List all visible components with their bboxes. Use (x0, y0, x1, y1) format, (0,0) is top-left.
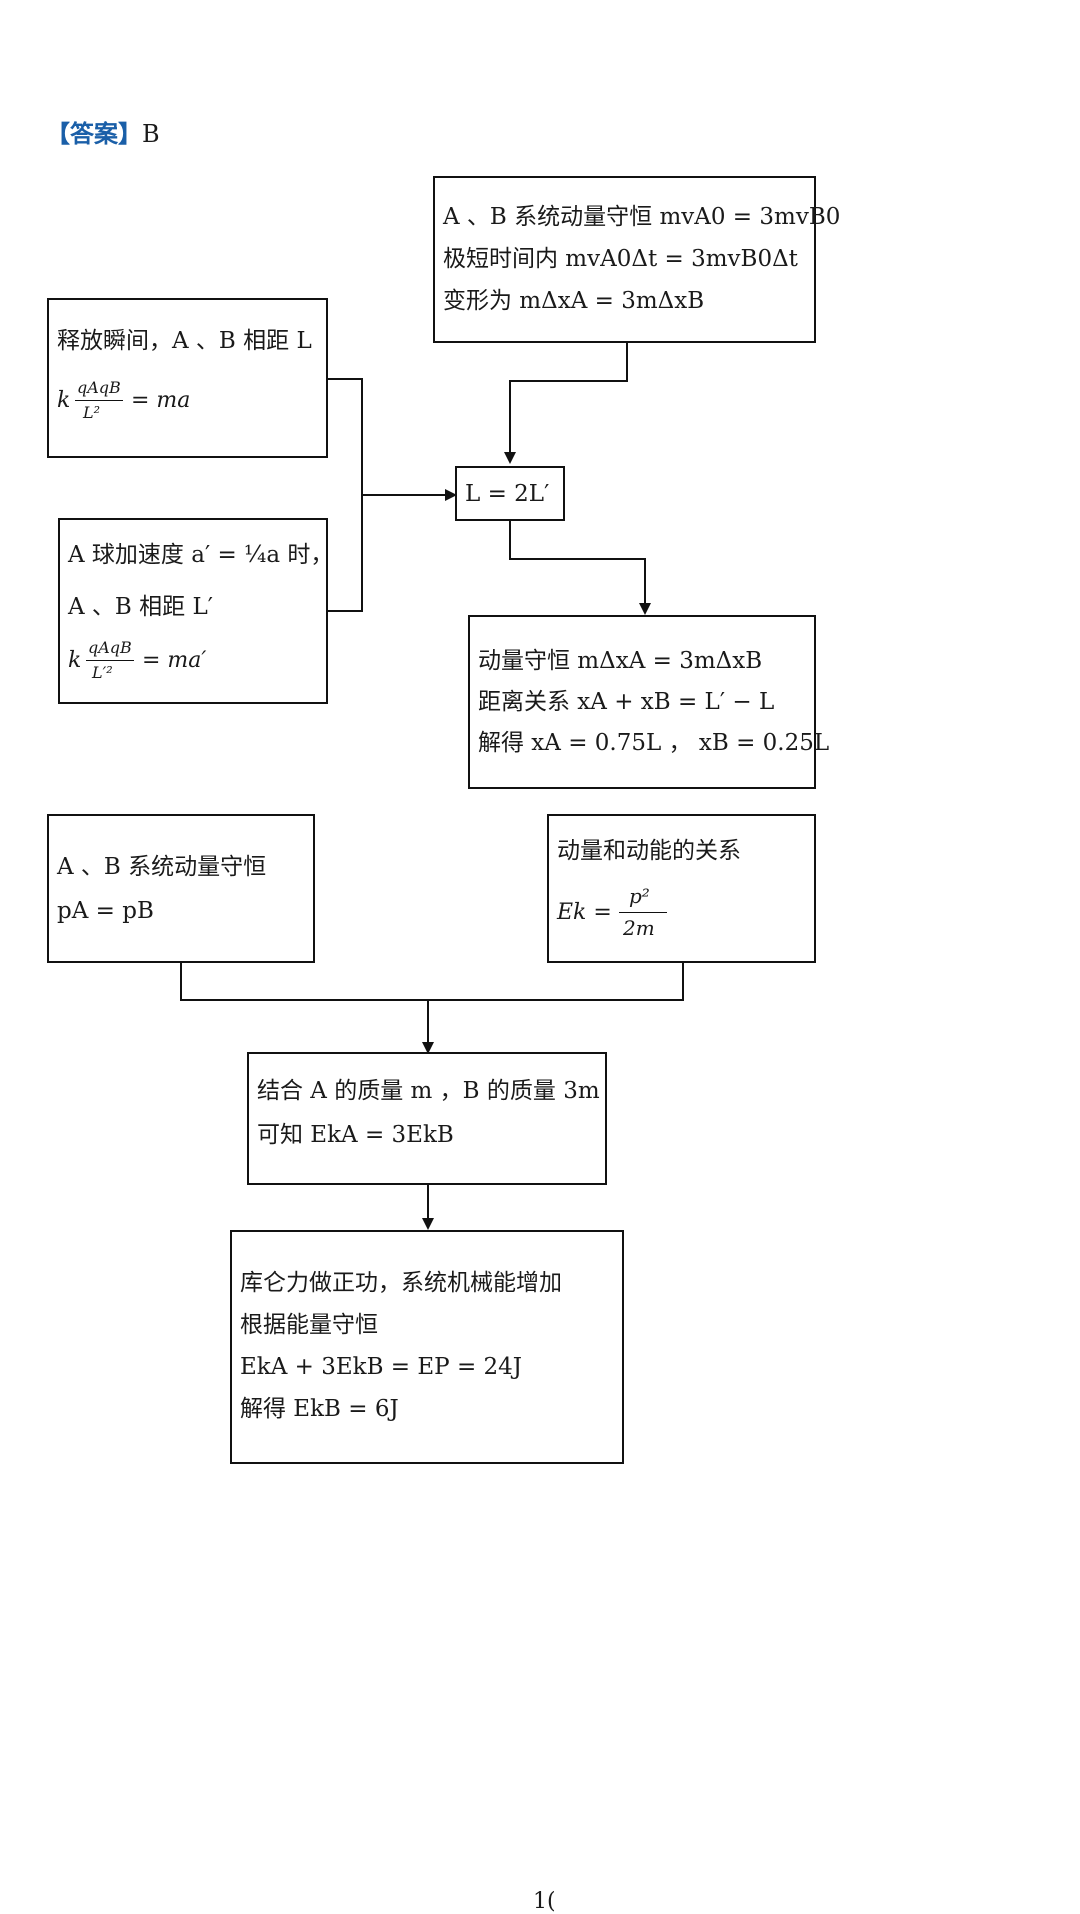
arrow-top-to-center (504, 343, 628, 464)
box-center: L = 2L′ (455, 466, 565, 521)
ek-formula-bar (619, 912, 667, 913)
box-final: 库仑力做正功，系统机械能增加 根据能量守恒 EkA + 3EkB = EP = … (230, 1230, 624, 1464)
combine-line1: 结合 A 的质量 m ，B 的质量 3m (257, 1078, 600, 1104)
left-bracket-line (328, 378, 363, 612)
final-line1: 库仑力做正功，系统机械能增加 (240, 1270, 562, 1296)
solve-line3: 解得 xA = 0.75L ， xB = 0.25L (478, 730, 830, 756)
ek-formula: Ek = p² 2m (557, 884, 757, 954)
box-ek-relation: 动量和动能的关系 Ek = p² 2m (547, 814, 816, 963)
release-formula-rhs: = ma (131, 388, 191, 413)
release-formula-k: k (57, 388, 71, 413)
release-line1: 释放瞬间，A 、B 相距 L (57, 328, 312, 354)
accel-formula-den: L′² (92, 663, 113, 682)
center-line1: L = 2L′ (465, 481, 550, 507)
momentum-top-line3: 变形为 mΔxA = 3mΔxB (443, 288, 705, 314)
box-combine: 结合 A 的质量 m ，B 的质量 3m 可知 EkA = 3EkB (247, 1052, 607, 1185)
arrow-center-to-solve (509, 521, 651, 615)
accel-formula-bar (86, 660, 134, 661)
answer-line: 【答案】B (46, 118, 160, 150)
release-formula-num: qAqB (77, 378, 121, 397)
page-number: 1( (533, 1889, 556, 1914)
box-momentum-top: A 、B 系统动量守恒 mvA0 = 3mvB0 极短时间内 mvA0Δt = … (433, 176, 840, 343)
final-line4: 解得 EkB = 6J (240, 1396, 399, 1422)
accel-formula: k qAqB L′² = ma′ (68, 638, 268, 688)
release-formula: k qAqB L² = ma (57, 378, 257, 428)
ek-relation-line1: 动量和动能的关系 (557, 838, 741, 864)
final-line3: EkA + 3EkB = EP = 24J (240, 1354, 523, 1380)
accel-formula-num: qAqB (88, 638, 132, 657)
final-line2: 根据能量守恒 (240, 1312, 378, 1338)
box-p-equal: A 、B 系统动量守恒 pA = pB (47, 814, 315, 963)
combine-line2: 可知 EkA = 3EkB (257, 1122, 454, 1148)
momentum-top-line2: 极短时间内 mvA0Δt = 3mvB0Δt (443, 246, 798, 272)
solve-line1: 动量守恒 mΔxA = 3mΔxB (478, 648, 763, 674)
ek-formula-den: 2m (623, 916, 655, 940)
box-release: 释放瞬间，A 、B 相距 L k qAqB L² = ma (47, 298, 328, 458)
ek-formula-num: p² (629, 884, 650, 908)
answer-value: B (142, 120, 160, 148)
box-accel: A 球加速度 a′ = ¼a 时， A 、B 相距 L′ k qAqB L′² … (58, 518, 333, 704)
accel-line2: A 、B 相距 L′ (68, 594, 213, 620)
p-equal-line1: A 、B 系统动量守恒 (57, 854, 267, 880)
accel-formula-rhs: = ma′ (142, 648, 207, 673)
p-equal-line2: pA = pB (57, 898, 154, 924)
accel-line1: A 球加速度 a′ = ¼a 时， (68, 542, 334, 568)
release-formula-bar (75, 400, 123, 401)
momentum-top-line1: A 、B 系统动量守恒 mvA0 = 3mvB0 (443, 204, 841, 230)
release-formula-den: L² (83, 403, 101, 422)
accel-formula-k: k (68, 648, 82, 673)
lower-bracket-line (180, 963, 684, 1001)
answer-tag: 【答案】 (46, 120, 142, 148)
box-solve: 动量守恒 mΔxA = 3mΔxB 距离关系 xA + xB = L′ − L … (468, 615, 829, 789)
ek-formula-lhs: Ek = (557, 900, 612, 925)
solve-line2: 距离关系 xA + xB = L′ − L (478, 689, 775, 715)
